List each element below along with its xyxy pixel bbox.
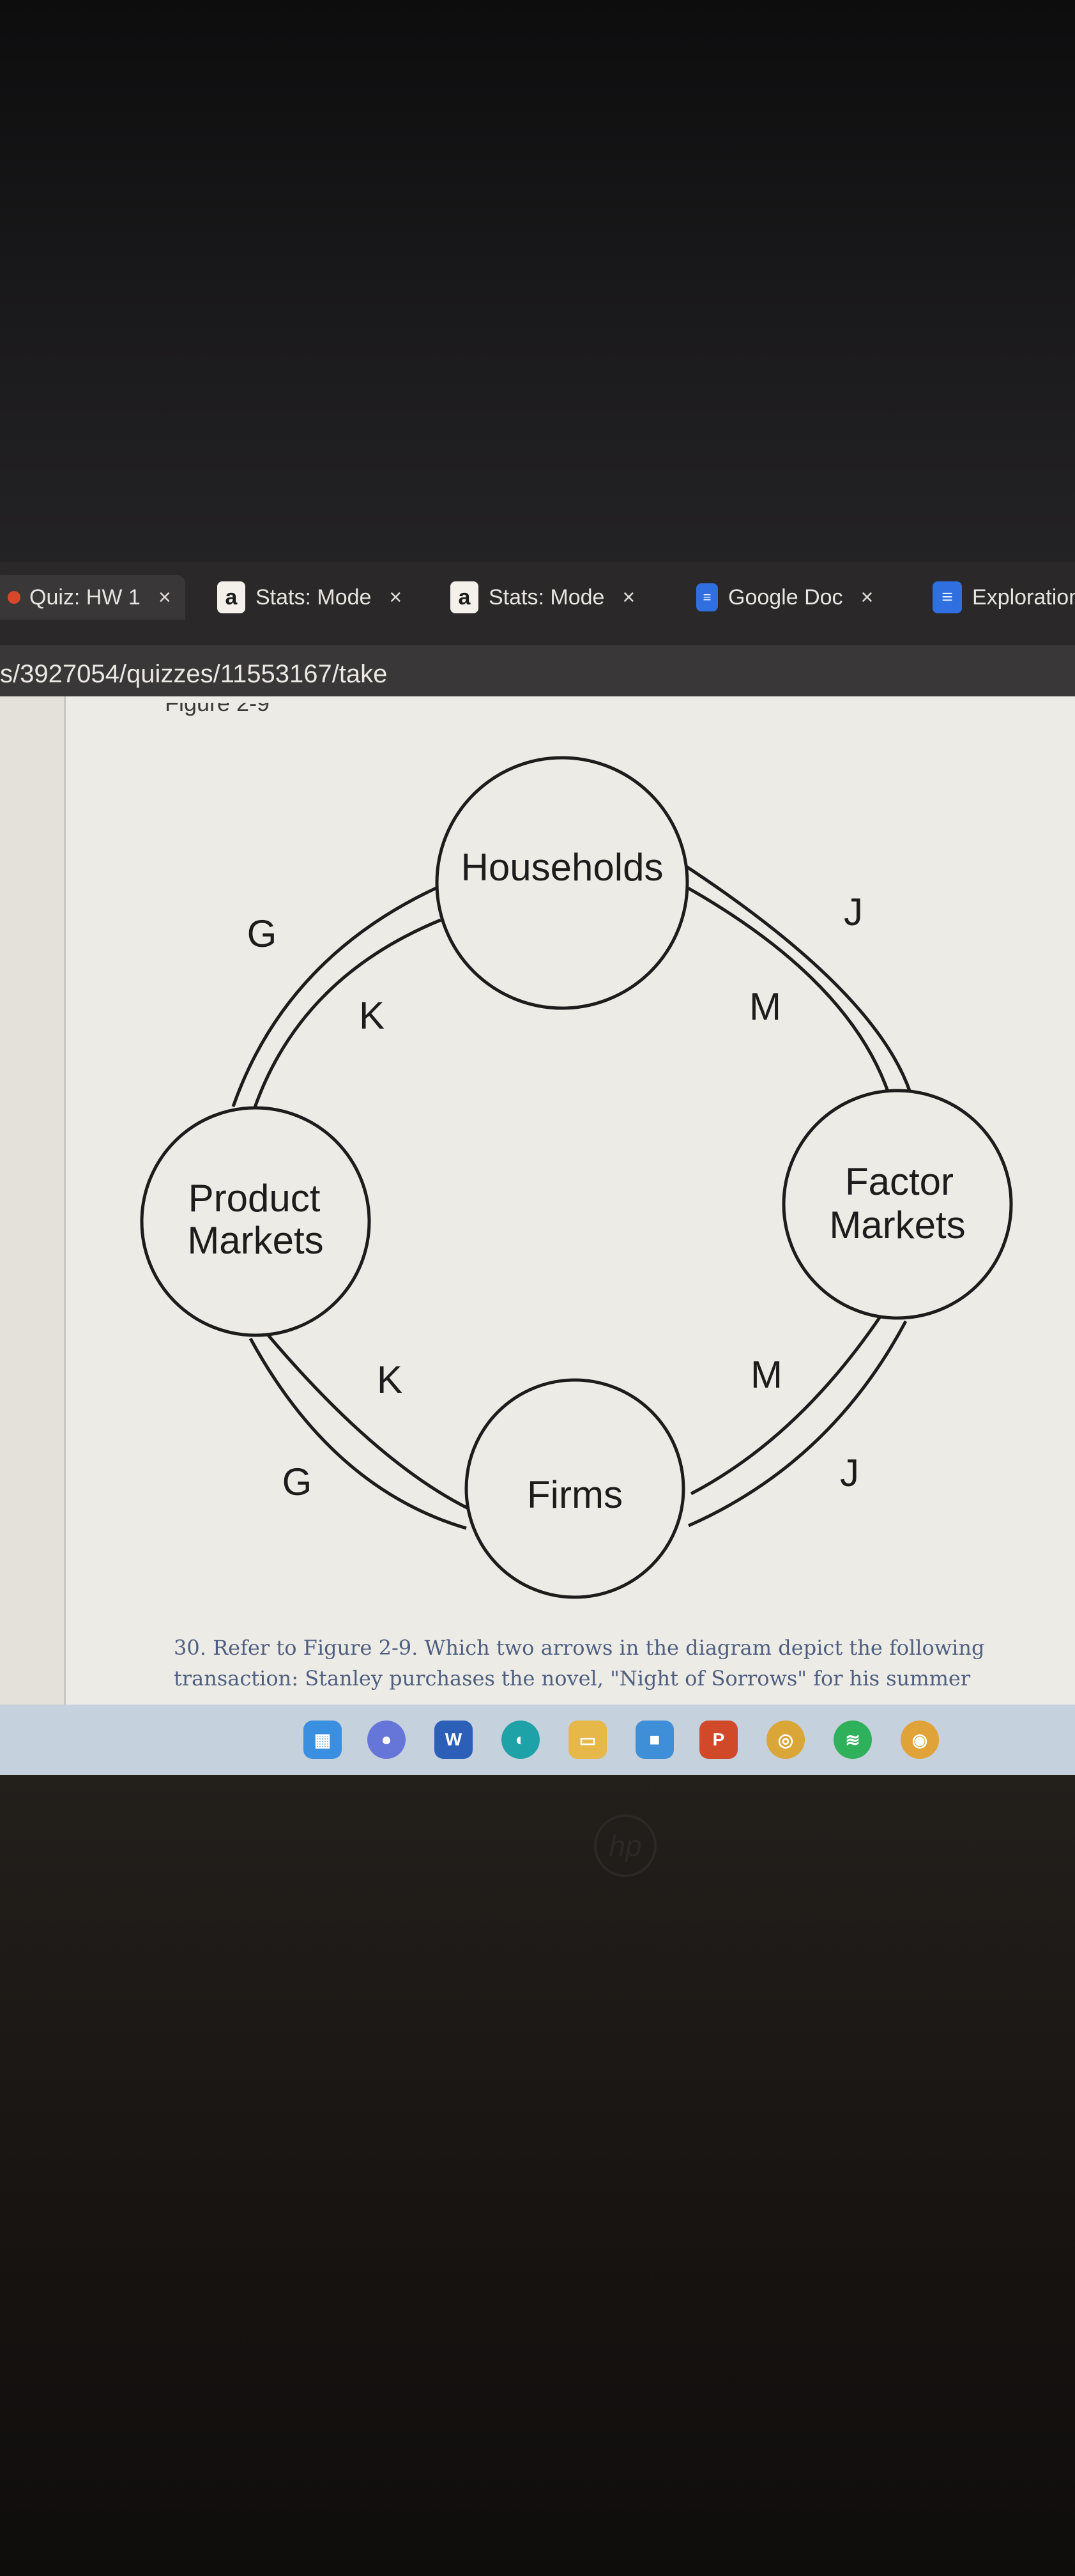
tab-exploration[interactable]: ≡ Exploration xyxy=(933,575,1075,620)
close-icon[interactable]: × xyxy=(860,585,874,610)
word-icon[interactable]: W xyxy=(434,1721,473,1759)
label-m-top: M xyxy=(749,985,781,1028)
product-markets-label-1: Product xyxy=(188,1177,321,1220)
factor-markets-label-2: Markets xyxy=(829,1204,965,1246)
spotify-icon[interactable]: ≋ xyxy=(834,1721,872,1759)
tab-stats-mode-1[interactable]: a Stats: Mode × xyxy=(217,575,402,620)
firms-circle xyxy=(464,1378,685,1599)
tab-label: Stats: Mode xyxy=(489,585,605,610)
amazon-icon: a xyxy=(450,581,478,613)
tab-google-doc[interactable]: ≡ Google Doc × xyxy=(696,575,873,620)
page-content: Figure 2-9 Househ xyxy=(0,696,1075,1719)
figure-label: Figure 2-9 xyxy=(165,690,270,716)
close-icon[interactable]: × xyxy=(622,585,636,610)
circular-flow-diagram: Households Factor Markets Product Market… xyxy=(140,756,1013,1599)
video-icon[interactable]: ■ xyxy=(636,1721,674,1759)
tab-quiz-hw1[interactable]: Quiz: HW 1 × xyxy=(0,575,185,620)
browser-tab-strip: Quiz: HW 1 × a Stats: Mode × a Stats: Mo… xyxy=(0,562,1075,645)
label-j-top: J xyxy=(844,891,863,933)
arrow-m-top-inner xyxy=(678,881,891,1096)
app-icon[interactable]: ◎ xyxy=(766,1721,805,1759)
tab-label: Quiz: HW 1 xyxy=(29,585,141,610)
windows-taskbar: ▦ ● W ◐ ▭ ■ P ◎ ≋ ◉ xyxy=(0,1705,1075,1775)
close-icon[interactable]: × xyxy=(389,585,402,610)
factor-markets-label-1: Factor xyxy=(845,1160,954,1203)
label-k-top: K xyxy=(359,994,385,1037)
word-letter: W xyxy=(445,1729,462,1749)
screen-bezel-top xyxy=(0,0,1075,562)
label-k-bottom: K xyxy=(377,1358,402,1401)
url-text: s/3927054/quizzes/11553167/take xyxy=(0,660,388,688)
file-explorer-icon[interactable]: ▭ xyxy=(568,1721,607,1759)
arrow-j-bottom-outer xyxy=(687,1320,908,1528)
firms-label: Firms xyxy=(527,1473,623,1516)
address-bar[interactable]: s/3927054/quizzes/11553167/take xyxy=(0,645,1075,703)
google-docs-icon: ≡ xyxy=(696,583,718,611)
arrow-m-bottom-inner xyxy=(690,1314,883,1496)
label-j-bottom: J xyxy=(840,1452,859,1494)
question-line-2: transaction: Stanley purchases the novel… xyxy=(174,1666,971,1690)
arrow-k-top-inner xyxy=(252,918,441,1110)
close-icon[interactable]: × xyxy=(158,585,171,610)
question-30-text: 30. Refer to Figure 2-9. Which two arrow… xyxy=(174,1632,1004,1694)
hp-logo-icon: hp xyxy=(594,1814,657,1877)
powerpoint-icon[interactable]: P xyxy=(699,1721,738,1759)
tab-stats-mode-2[interactable]: a Stats: Mode × xyxy=(450,575,635,620)
label-m-bottom: M xyxy=(751,1353,782,1396)
powerpoint-letter: P xyxy=(712,1729,725,1749)
chrome-icon[interactable]: ◉ xyxy=(901,1721,939,1759)
arrow-k-bottom-inner xyxy=(267,1334,471,1511)
arrow-g-bottom-outer xyxy=(248,1337,467,1530)
households-label: Households xyxy=(461,846,664,889)
zoom-meet-icon[interactable]: ● xyxy=(367,1721,406,1759)
amazon-icon: a xyxy=(217,581,245,613)
factor-markets-circle xyxy=(782,1089,1013,1320)
label-g-top: G xyxy=(247,912,277,955)
tab-label: Stats: Mode xyxy=(255,585,372,610)
docs-icon: ≡ xyxy=(933,581,962,613)
households-circle xyxy=(435,756,689,1010)
product-markets-circle xyxy=(140,1106,371,1337)
arrow-g-top-outer xyxy=(231,880,451,1107)
label-g-bottom: G xyxy=(282,1460,312,1503)
laptop-body xyxy=(0,1775,1075,2576)
question-line-1: 30. Refer to Figure 2-9. Which two arrow… xyxy=(174,1636,985,1660)
tab-label: Google Doc xyxy=(728,585,843,610)
quiz-icon xyxy=(8,591,20,604)
arrow-j-top-outer xyxy=(681,862,912,1093)
windows-start-icon[interactable]: ▦ xyxy=(303,1721,342,1759)
product-markets-label-2: Markets xyxy=(187,1219,323,1262)
tab-label: Exploration xyxy=(972,585,1075,610)
edge-icon[interactable]: ◐ xyxy=(501,1721,540,1759)
